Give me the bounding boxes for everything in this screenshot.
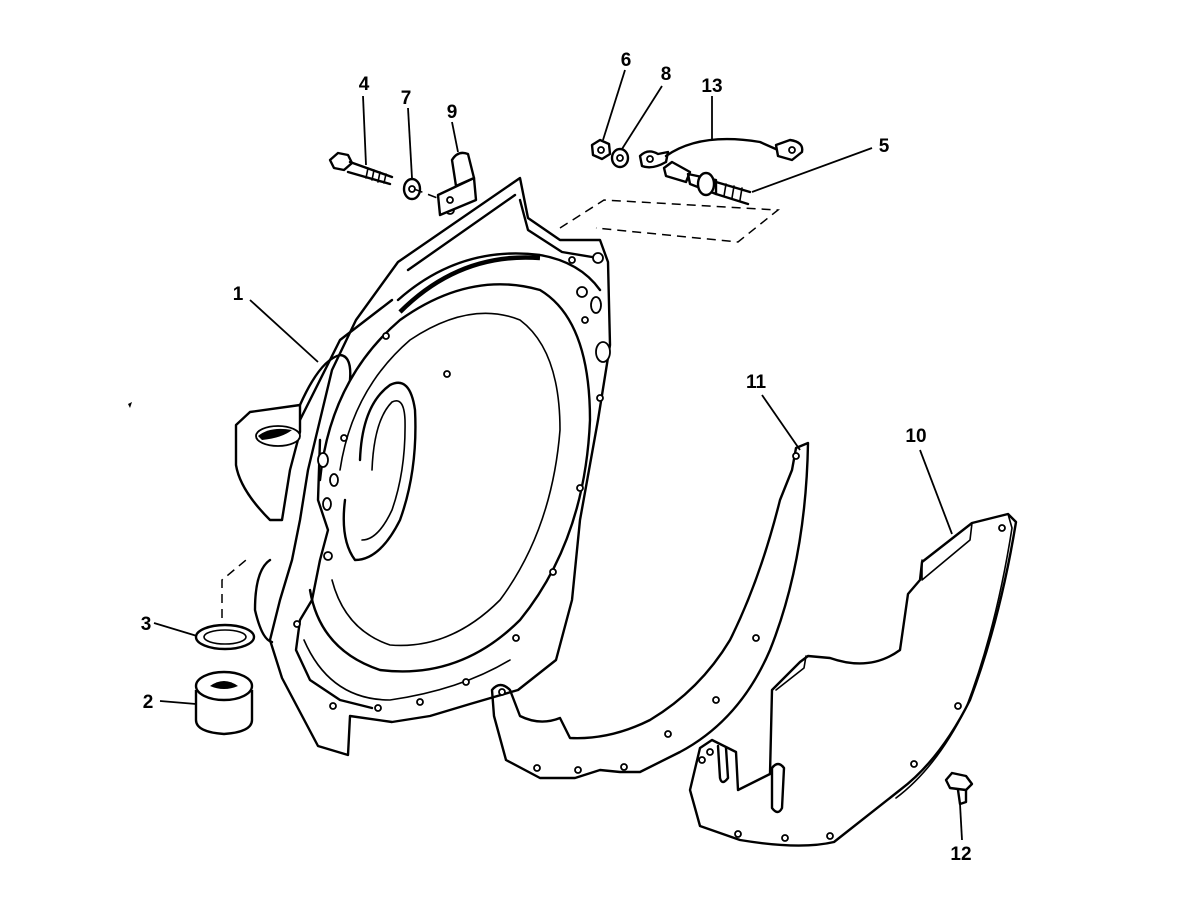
assembly-lines	[221, 188, 780, 618]
stud	[662, 160, 752, 206]
ground-strap	[638, 137, 804, 169]
callout-12: 12	[950, 844, 971, 865]
nut	[590, 138, 612, 161]
clip-bracket	[436, 151, 478, 217]
seal-cup	[194, 670, 254, 736]
callout-13: 13	[701, 76, 722, 97]
callout-7: 7	[401, 88, 412, 109]
flywheel-housing	[234, 176, 612, 757]
callout-6: 6	[621, 50, 632, 71]
cover-plate	[688, 512, 1018, 847]
gasket	[490, 441, 810, 780]
callout-11: 11	[746, 372, 767, 393]
callout-1: 1	[233, 284, 244, 305]
o-ring	[194, 623, 256, 651]
callout-8: 8	[661, 64, 672, 85]
lock-washer	[610, 147, 630, 169]
callout-9: 9	[447, 102, 458, 123]
callout-2: 2	[143, 692, 154, 713]
stray-mark	[128, 402, 132, 408]
bolt	[328, 151, 394, 186]
flange-holes	[293, 205, 611, 712]
callout-labels: 1 2 3 4 5 6 7 8 9 10 11 12 13	[141, 50, 972, 865]
screw	[944, 771, 974, 806]
callout-5: 5	[879, 136, 890, 157]
leader-lines	[153, 69, 963, 841]
callout-10: 10	[905, 426, 926, 447]
callout-4: 4	[359, 74, 370, 95]
washer-7	[402, 177, 422, 201]
callout-3: 3	[141, 614, 152, 635]
